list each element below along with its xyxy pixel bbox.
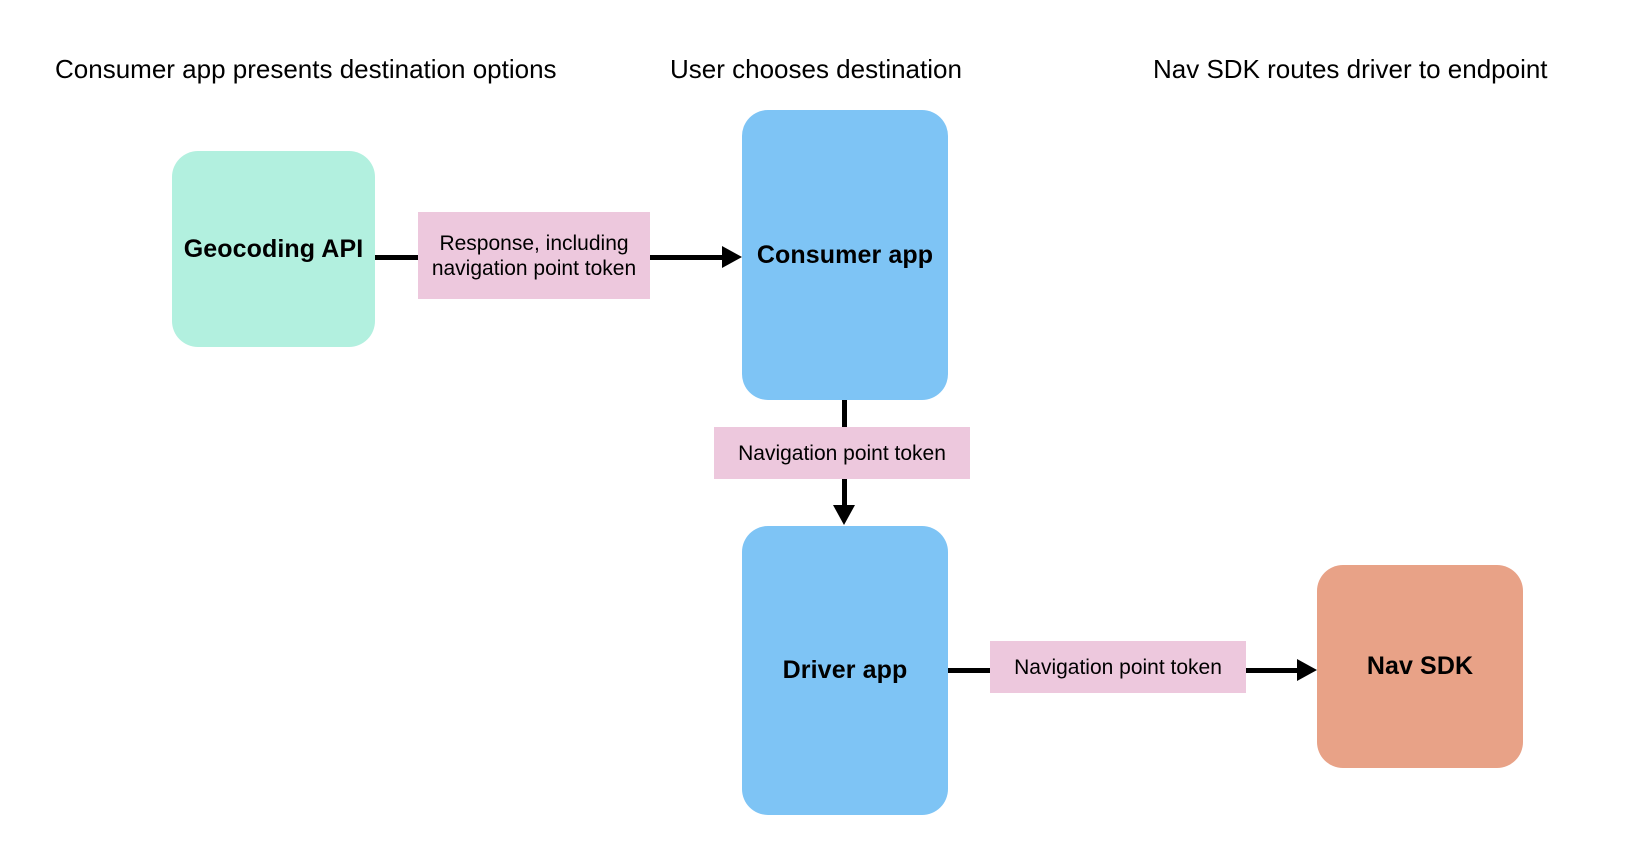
node-driver-app[interactable]: Driver app	[742, 526, 948, 815]
connector-geocoding-to-label	[375, 255, 420, 260]
node-nav-sdk[interactable]: Nav SDK	[1317, 565, 1523, 768]
edge-label-response-text: Response, including navigation point tok…	[431, 231, 637, 280]
connector-label-to-navsdk	[1244, 668, 1299, 673]
connector-consumer-to-label	[842, 400, 847, 432]
connector-label-to-consumer	[648, 255, 724, 260]
edge-label-nav-token-horizontal-text: Navigation point token	[1014, 655, 1222, 679]
heading-user-chooses: User chooses destination	[670, 54, 962, 84]
connector-label-to-driver	[842, 477, 847, 515]
heading-nav-routes: Nav SDK routes driver to endpoint	[1153, 54, 1548, 84]
node-driver-app-label: Driver app	[782, 656, 908, 684]
edge-label-navigation-point-token-vertical: Navigation point token	[714, 427, 970, 479]
node-consumer-app[interactable]: Consumer app	[742, 110, 948, 400]
node-consumer-app-label: Consumer app	[756, 240, 934, 269]
arrowhead-right-to-nav-sdk-icon	[1297, 659, 1317, 681]
node-geocoding-api-label: Geocoding API	[183, 234, 364, 263]
arrowhead-right-to-consumer-app-icon	[722, 246, 742, 268]
node-nav-sdk-label: Nav SDK	[1366, 652, 1474, 680]
edge-label-response-navigation-point-token: Response, including navigation point tok…	[418, 212, 650, 299]
edge-label-nav-token-vertical-text: Navigation point token	[738, 441, 946, 465]
edge-label-navigation-point-token-horizontal: Navigation point token	[990, 641, 1246, 693]
node-geocoding-api[interactable]: Geocoding API	[172, 151, 375, 347]
heading-consumer-options: Consumer app presents destination option…	[55, 54, 557, 84]
arrowhead-down-to-driver-app-icon	[833, 505, 855, 525]
connector-driver-to-label	[948, 668, 993, 673]
